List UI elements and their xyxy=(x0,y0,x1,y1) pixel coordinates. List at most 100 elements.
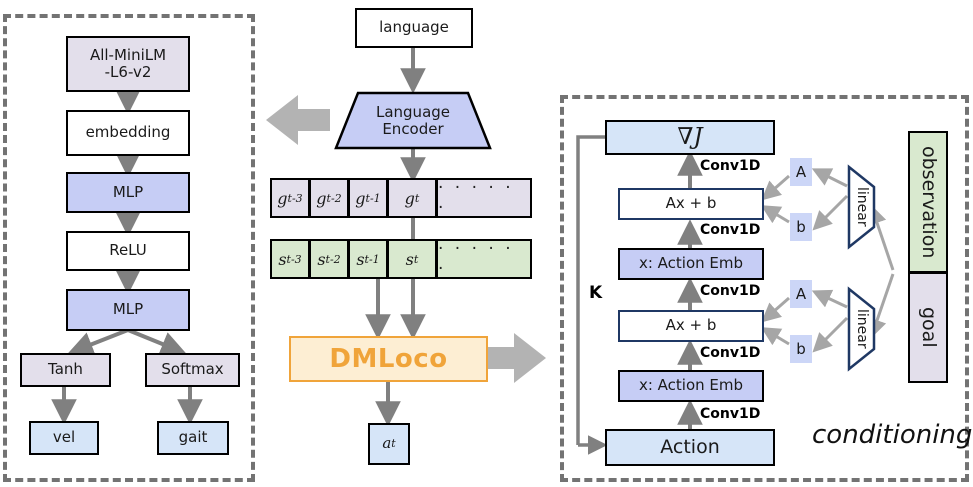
node-mlp-1: MLP xyxy=(66,172,190,213)
state-cell-0-sub: t-3 xyxy=(286,252,302,266)
goal-cell-2-base: g xyxy=(355,188,366,208)
goal-cell-1-sub: t-2 xyxy=(326,191,342,205)
film-a-top: A xyxy=(790,158,812,186)
film-a-top-label: A xyxy=(795,163,807,181)
node-grad-j: ∇J xyxy=(605,120,775,155)
conv1d-label-2: Conv1D xyxy=(700,345,760,361)
relu-label: ReLU xyxy=(109,241,147,260)
film-b-bottom-label: b xyxy=(796,340,806,358)
gait-label: gait xyxy=(178,428,208,447)
node-tanh: Tanh xyxy=(20,353,111,387)
dmloco-label: DMLoco xyxy=(329,344,448,374)
action-emb-bottom-label: x: Action Emb xyxy=(638,376,744,395)
state-ellipsis: · · · · · · xyxy=(438,239,514,279)
state-cell-0-base: s xyxy=(278,249,287,269)
node-action-emb-top: x: Action Emb xyxy=(618,248,764,280)
linear-label-top: linear xyxy=(852,172,872,242)
conv1d-text-4: Conv1D xyxy=(700,222,761,238)
state-cell-1-sub: t-2 xyxy=(325,252,341,266)
goal-cell-0-sub: t-3 xyxy=(287,191,303,205)
state-cell-1-base: s xyxy=(317,249,326,269)
film-b-top-label: b xyxy=(796,218,806,236)
conv1d-text-3: Conv1D xyxy=(700,283,761,299)
conv1d-label-5: Conv1D xyxy=(700,158,760,174)
goal-cell-ellipsis: · · · · · · xyxy=(436,178,532,218)
all-minilm-line2: -L6-v2 xyxy=(104,63,152,81)
embedding-label: embedding xyxy=(85,123,171,142)
encoder-line1: Language xyxy=(375,102,451,121)
goal-cell-2-sub: t-1 xyxy=(365,191,381,205)
goal-cell-0-base: g xyxy=(277,188,288,208)
state-cell-3-base: s xyxy=(405,249,414,269)
goal-cell-1-base: g xyxy=(316,188,327,208)
film-b-top: b xyxy=(790,213,812,241)
tanh-label: Tanh xyxy=(48,360,83,379)
flow-arrow-right xyxy=(484,333,546,383)
goal-label: goal xyxy=(917,307,940,348)
conv1d-text-1: Conv1D xyxy=(700,406,761,422)
linear-bottom-text: linear xyxy=(854,309,870,349)
goal-ellipsis: · · · · · · xyxy=(438,178,514,218)
node-action: Action xyxy=(605,429,775,466)
node-relu: ReLU xyxy=(66,231,190,271)
mlp2-label: MLP xyxy=(112,300,144,319)
affine-top-label: Ax + b xyxy=(665,194,717,213)
node-gait: gait xyxy=(157,421,229,455)
film-b-bottom: b xyxy=(790,335,812,363)
softmax-label: Softmax xyxy=(161,360,224,379)
left-panel-frame xyxy=(3,14,255,482)
affine-bottom-label: Ax + b xyxy=(665,316,717,335)
node-embedding: embedding xyxy=(66,110,190,156)
right-panel-frame xyxy=(560,95,969,482)
mlp1-label: MLP xyxy=(112,182,144,201)
grad-j-label: ∇J xyxy=(677,124,703,151)
all-minilm-line1: All-MiniLM xyxy=(89,45,167,64)
action-emb-top-label: x: Action Emb xyxy=(638,254,744,273)
film-a-bottom-label: A xyxy=(795,285,807,303)
node-affine-bottom: Ax + b xyxy=(618,310,764,342)
conditioning-text: conditioning xyxy=(812,420,973,450)
state-cell-2-base: s xyxy=(356,249,365,269)
conv1d-label-4: Conv1D xyxy=(700,222,760,238)
language-encoder-label: Language Encoder xyxy=(358,97,468,145)
goal-cell-3-base: g xyxy=(404,188,415,208)
action-out-base: a xyxy=(382,434,392,453)
language-label: language xyxy=(379,18,449,37)
node-goal: goal xyxy=(908,273,948,383)
action-out-sub: t xyxy=(391,436,396,450)
film-a-bottom: A xyxy=(790,280,812,308)
flow-arrow-left xyxy=(266,95,330,145)
node-vel: vel xyxy=(29,421,99,455)
node-all-minilm: All-MiniLM -L6-v2 xyxy=(66,36,190,92)
conv1d-label-3: Conv1D xyxy=(700,283,760,299)
loop-count-text: K xyxy=(589,283,603,303)
conditioning-caption: conditioning xyxy=(812,420,972,450)
observation-label: observation xyxy=(917,145,940,259)
state-cell-3-sub: t xyxy=(413,252,419,266)
node-affine-top: Ax + b xyxy=(618,188,764,220)
state-cell-ellipsis: · · · · · · xyxy=(436,239,532,279)
conv1d-text-2: Conv1D xyxy=(700,345,761,361)
node-dmloco: DMLoco xyxy=(289,336,488,382)
vel-label: vel xyxy=(52,428,76,447)
encoder-line2: Encoder xyxy=(382,120,444,138)
loop-count-label: K xyxy=(589,283,602,303)
conv1d-text-5: Conv1D xyxy=(700,158,761,174)
node-softmax: Softmax xyxy=(145,353,240,387)
goal-cell-3-sub: t xyxy=(414,191,420,205)
linear-top-text: linear xyxy=(854,187,870,227)
action-label: Action xyxy=(660,435,720,458)
node-language: language xyxy=(355,8,473,48)
node-mlp-2: MLP xyxy=(66,289,190,331)
